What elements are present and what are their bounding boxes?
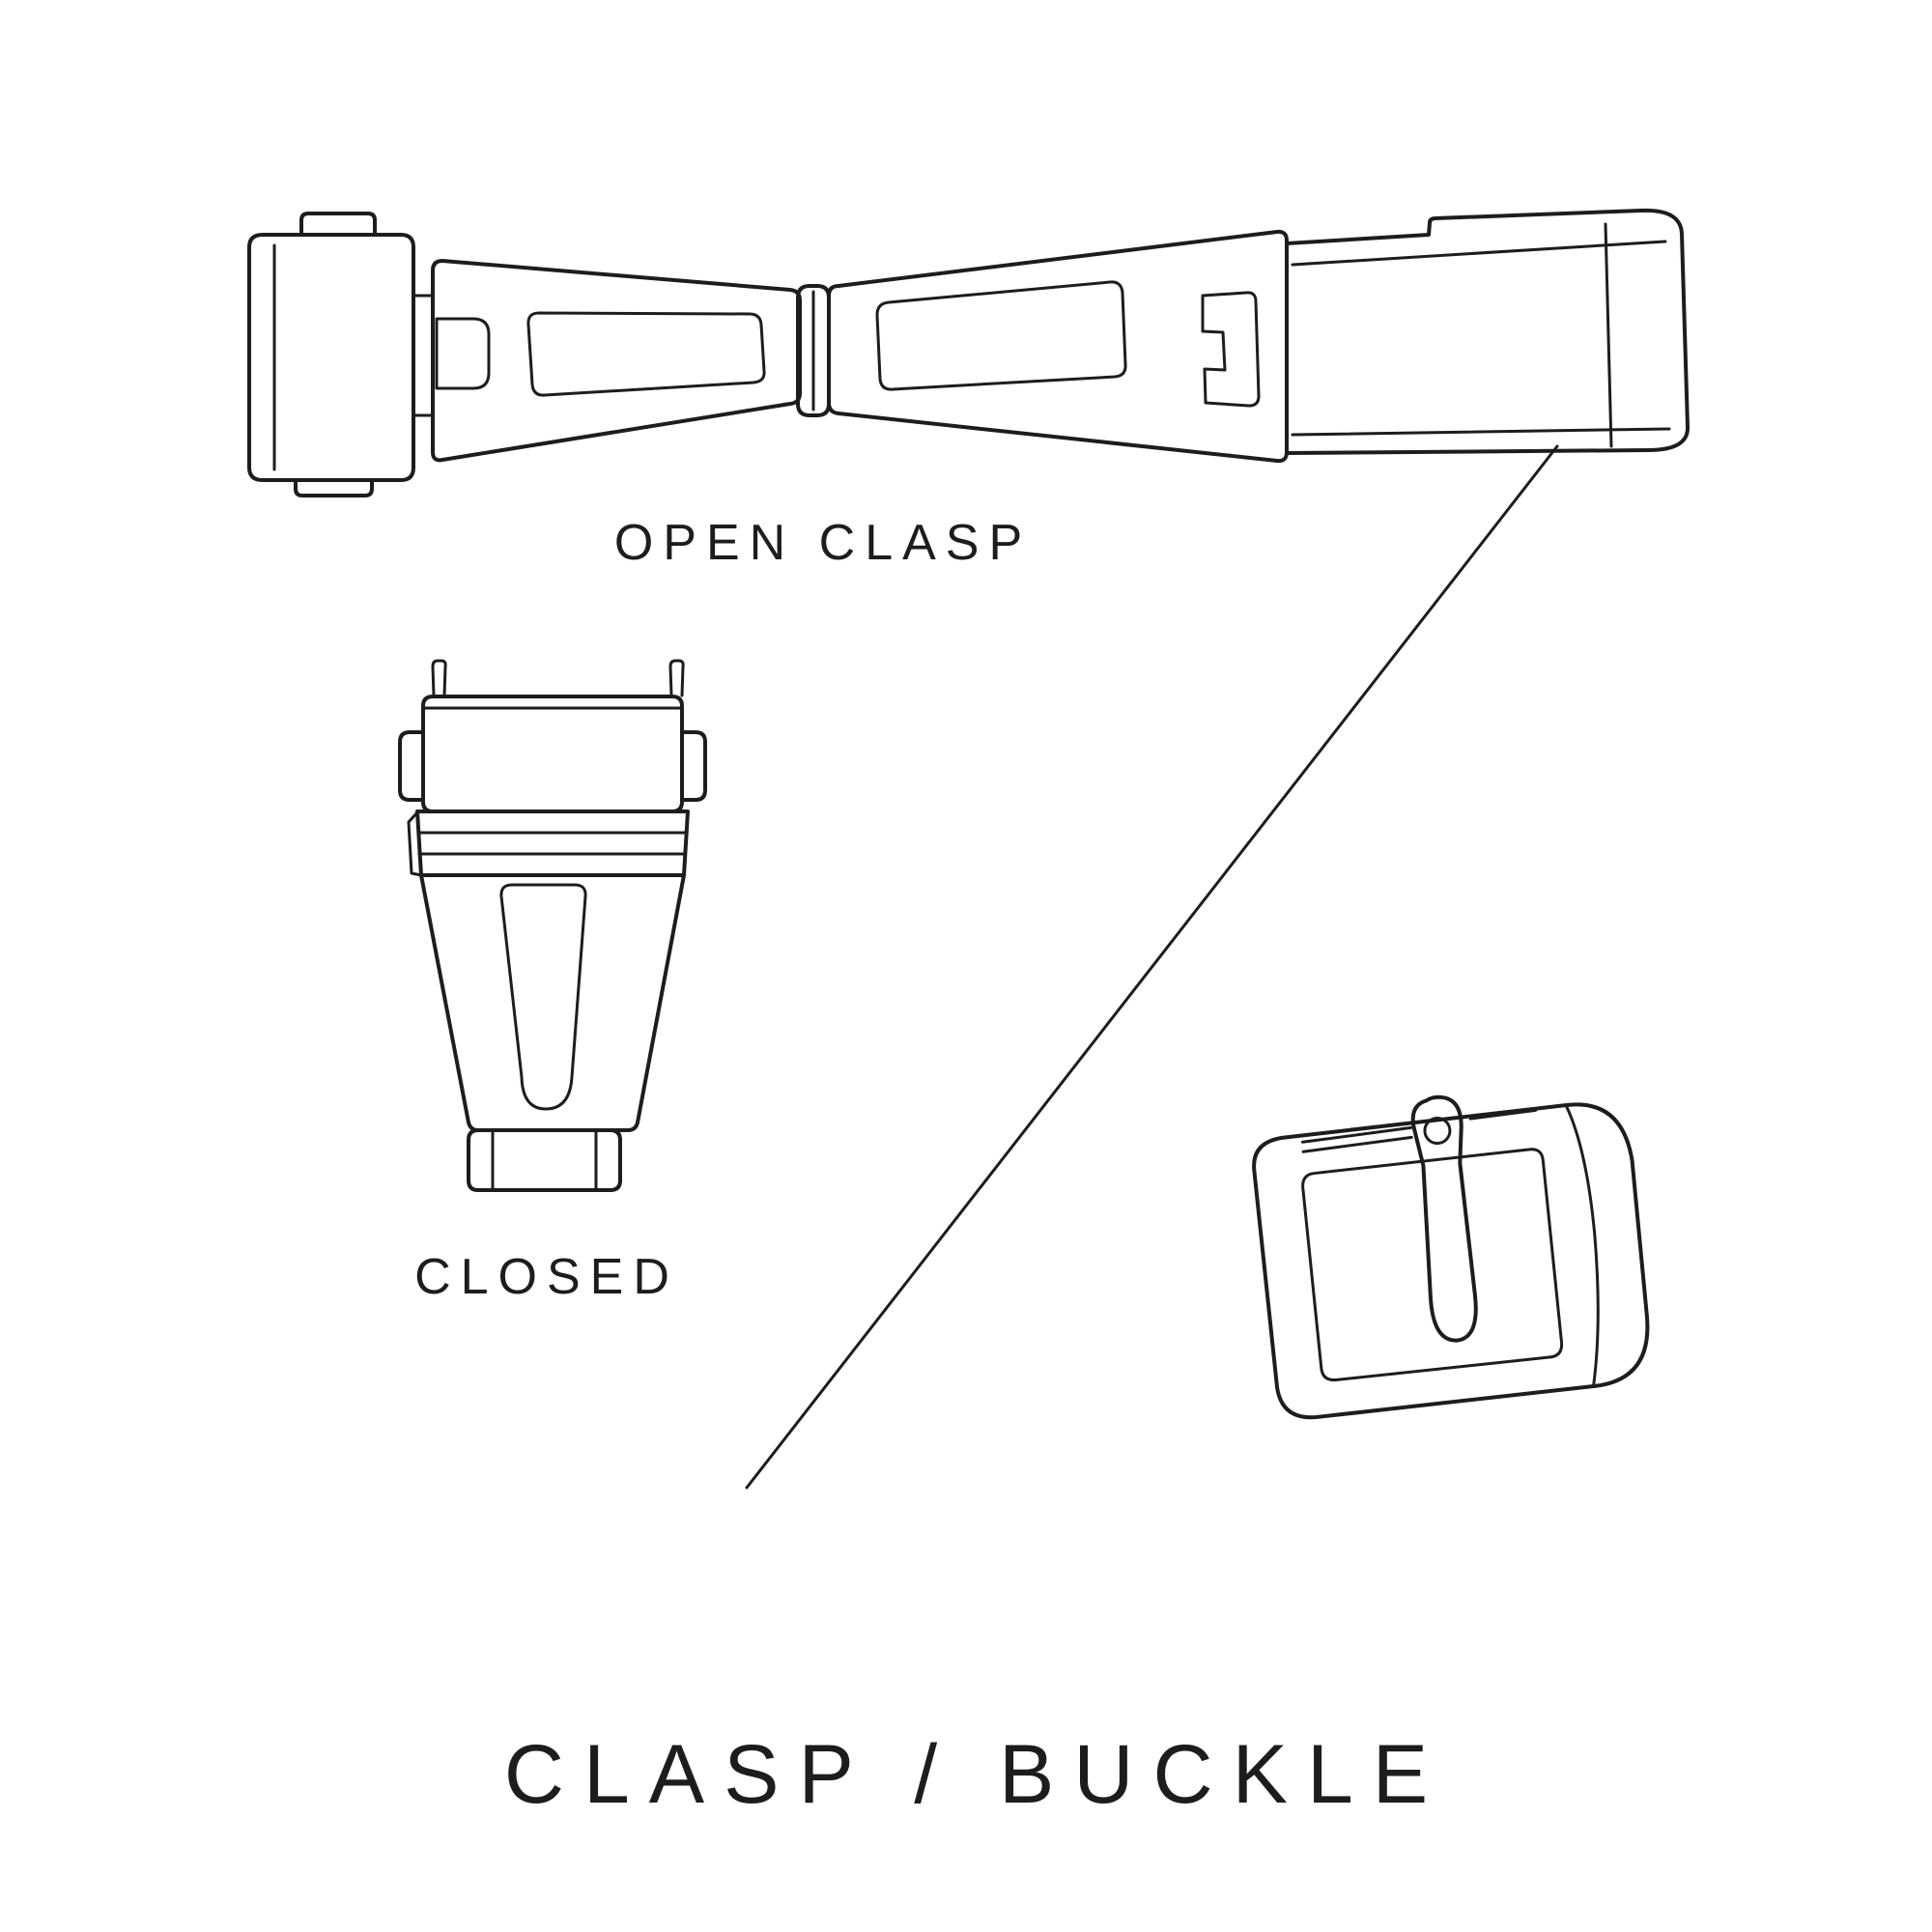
open-clasp-drawing [247, 208, 1690, 497]
buckle-opening [1301, 1148, 1564, 1382]
clasp-left-connector [412, 294, 435, 417]
closed-clasp-prong-right [668, 659, 685, 697]
clasp-left-bottom-tab [294, 478, 374, 497]
closed-clasp-band [415, 810, 690, 877]
clasp-right-end-link-top-line [1291, 240, 1667, 267]
closed-clasp-body [419, 873, 686, 1132]
closed-clasp-cover [421, 695, 684, 813]
page-title: CLASP / BUCKLE [503, 1728, 1448, 1821]
closed-clasp-band-bevel [407, 810, 423, 877]
closed-clasp-ear-left [398, 730, 425, 802]
diagonal-divider-line [745, 444, 1559, 1490]
closed-clasp-slot [499, 883, 587, 1111]
closed-clasp-ear-right [680, 730, 707, 802]
closed-clasp-foot [467, 1128, 622, 1192]
clasp-right-end-link [1285, 208, 1690, 455]
buckle-bar [1300, 1108, 1538, 1153]
clasp-right-arm-window [875, 280, 1127, 391]
buckle-pin-loop [1423, 1117, 1452, 1146]
buckle-tang [1410, 1094, 1478, 1343]
clasp-left-end-link [247, 233, 415, 482]
open-clasp-label: OPEN CLASP [613, 515, 1033, 571]
clasp-right-end-link-bottom-line [1291, 427, 1671, 437]
clasp-left-arm-window [526, 311, 766, 397]
closed-clasp-label: CLOSED [414, 1249, 679, 1305]
clasp-catch [1201, 291, 1261, 408]
clasp-right-end-link-seam [1604, 222, 1613, 448]
closed-clasp-prong-left [431, 659, 447, 697]
closed-clasp-drawing [398, 659, 707, 1192]
buckle-frame [1252, 1102, 1650, 1420]
clasp-button-notch [435, 317, 491, 390]
clasp-left-top-tab [299, 212, 377, 237]
buckle-drawing [1252, 1094, 1650, 1420]
buckle-frame-inner-edge [1564, 1104, 1600, 1387]
clasp-right-arm [827, 229, 1289, 464]
